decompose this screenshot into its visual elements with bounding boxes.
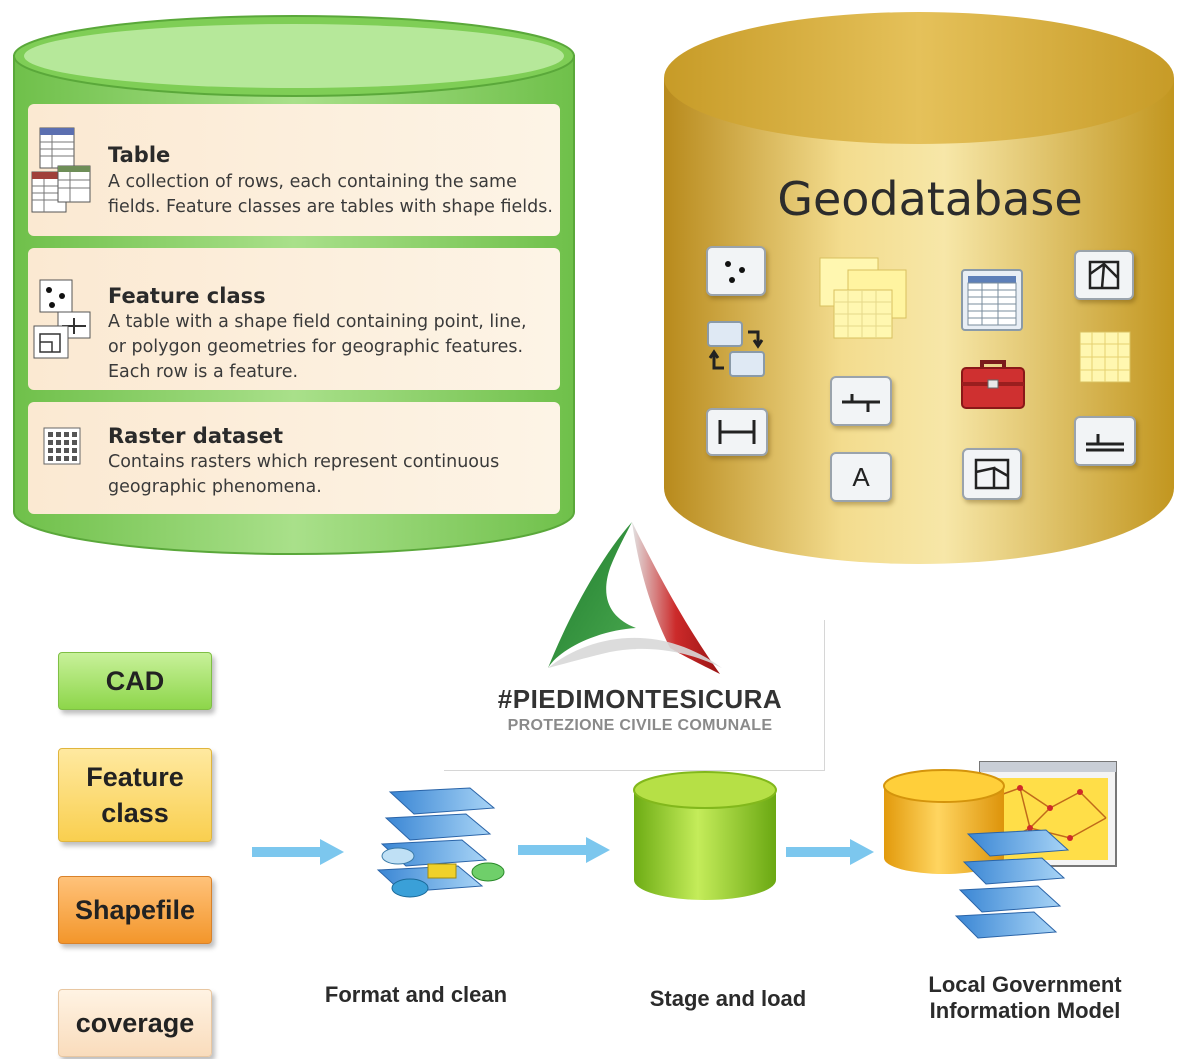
arrow-to-stage [518,837,610,863]
step-stage-load: Stage and load [649,986,807,1011]
point-feature-icon [706,246,766,296]
step-format-clean: Format and clean [324,982,508,1007]
table-grid-icon [961,269,1023,331]
annotation-letter: A [852,461,870,492]
feature-dataset-cylinder [13,15,575,555]
dimension-icon [706,408,768,456]
table-description: A collection of rows, each containing th… [108,172,553,217]
toolbox-icon [961,360,1025,409]
geodatabase-title: Geodatabase [777,172,1083,226]
source-feature-class: Feature class [58,748,212,842]
geodatabase-cylinder [664,12,1174,564]
feature-class-description: A table with a shape field containing po… [108,312,527,382]
step-local-government-model: Local Government Information Model [928,972,1122,1023]
network-junction-icon [830,376,892,426]
feature-class-icon [33,279,91,359]
geometric-network-icon [1074,250,1134,300]
raster-catalog-icon [819,257,907,339]
raster-icon [1079,331,1131,383]
topology-icon [962,448,1022,500]
local-government-model-icon [883,761,1117,939]
raster-dataset-description: Contains rasters which represent continu… [108,452,500,497]
raster-dataset-title: Raster dataset [108,424,283,448]
logo-subtitle: PROTEZIONE CIVILE COMUNALE [507,717,773,734]
piedimonte-logo-icon [548,522,722,674]
annotation-icon: A [830,452,892,502]
relationship-class-icon [707,321,765,377]
source-shapefile: Shapefile [58,876,212,944]
logo-frame [444,620,825,771]
raster-dataset-icon [43,427,81,465]
source-coverage: coverage [58,989,212,1057]
stage-load-database-icon [633,771,777,900]
arrow-to-model [786,839,874,865]
table-title: Table [108,143,171,167]
arrow-to-format [252,839,344,865]
logo-title: #PIEDIMONTESICURA [497,684,783,714]
feature-class-title: Feature class [108,284,266,308]
source-cad: CAD [58,652,212,710]
network-edge-icon [1074,416,1136,466]
table-icon [31,127,91,213]
format-clean-icon [376,787,505,898]
